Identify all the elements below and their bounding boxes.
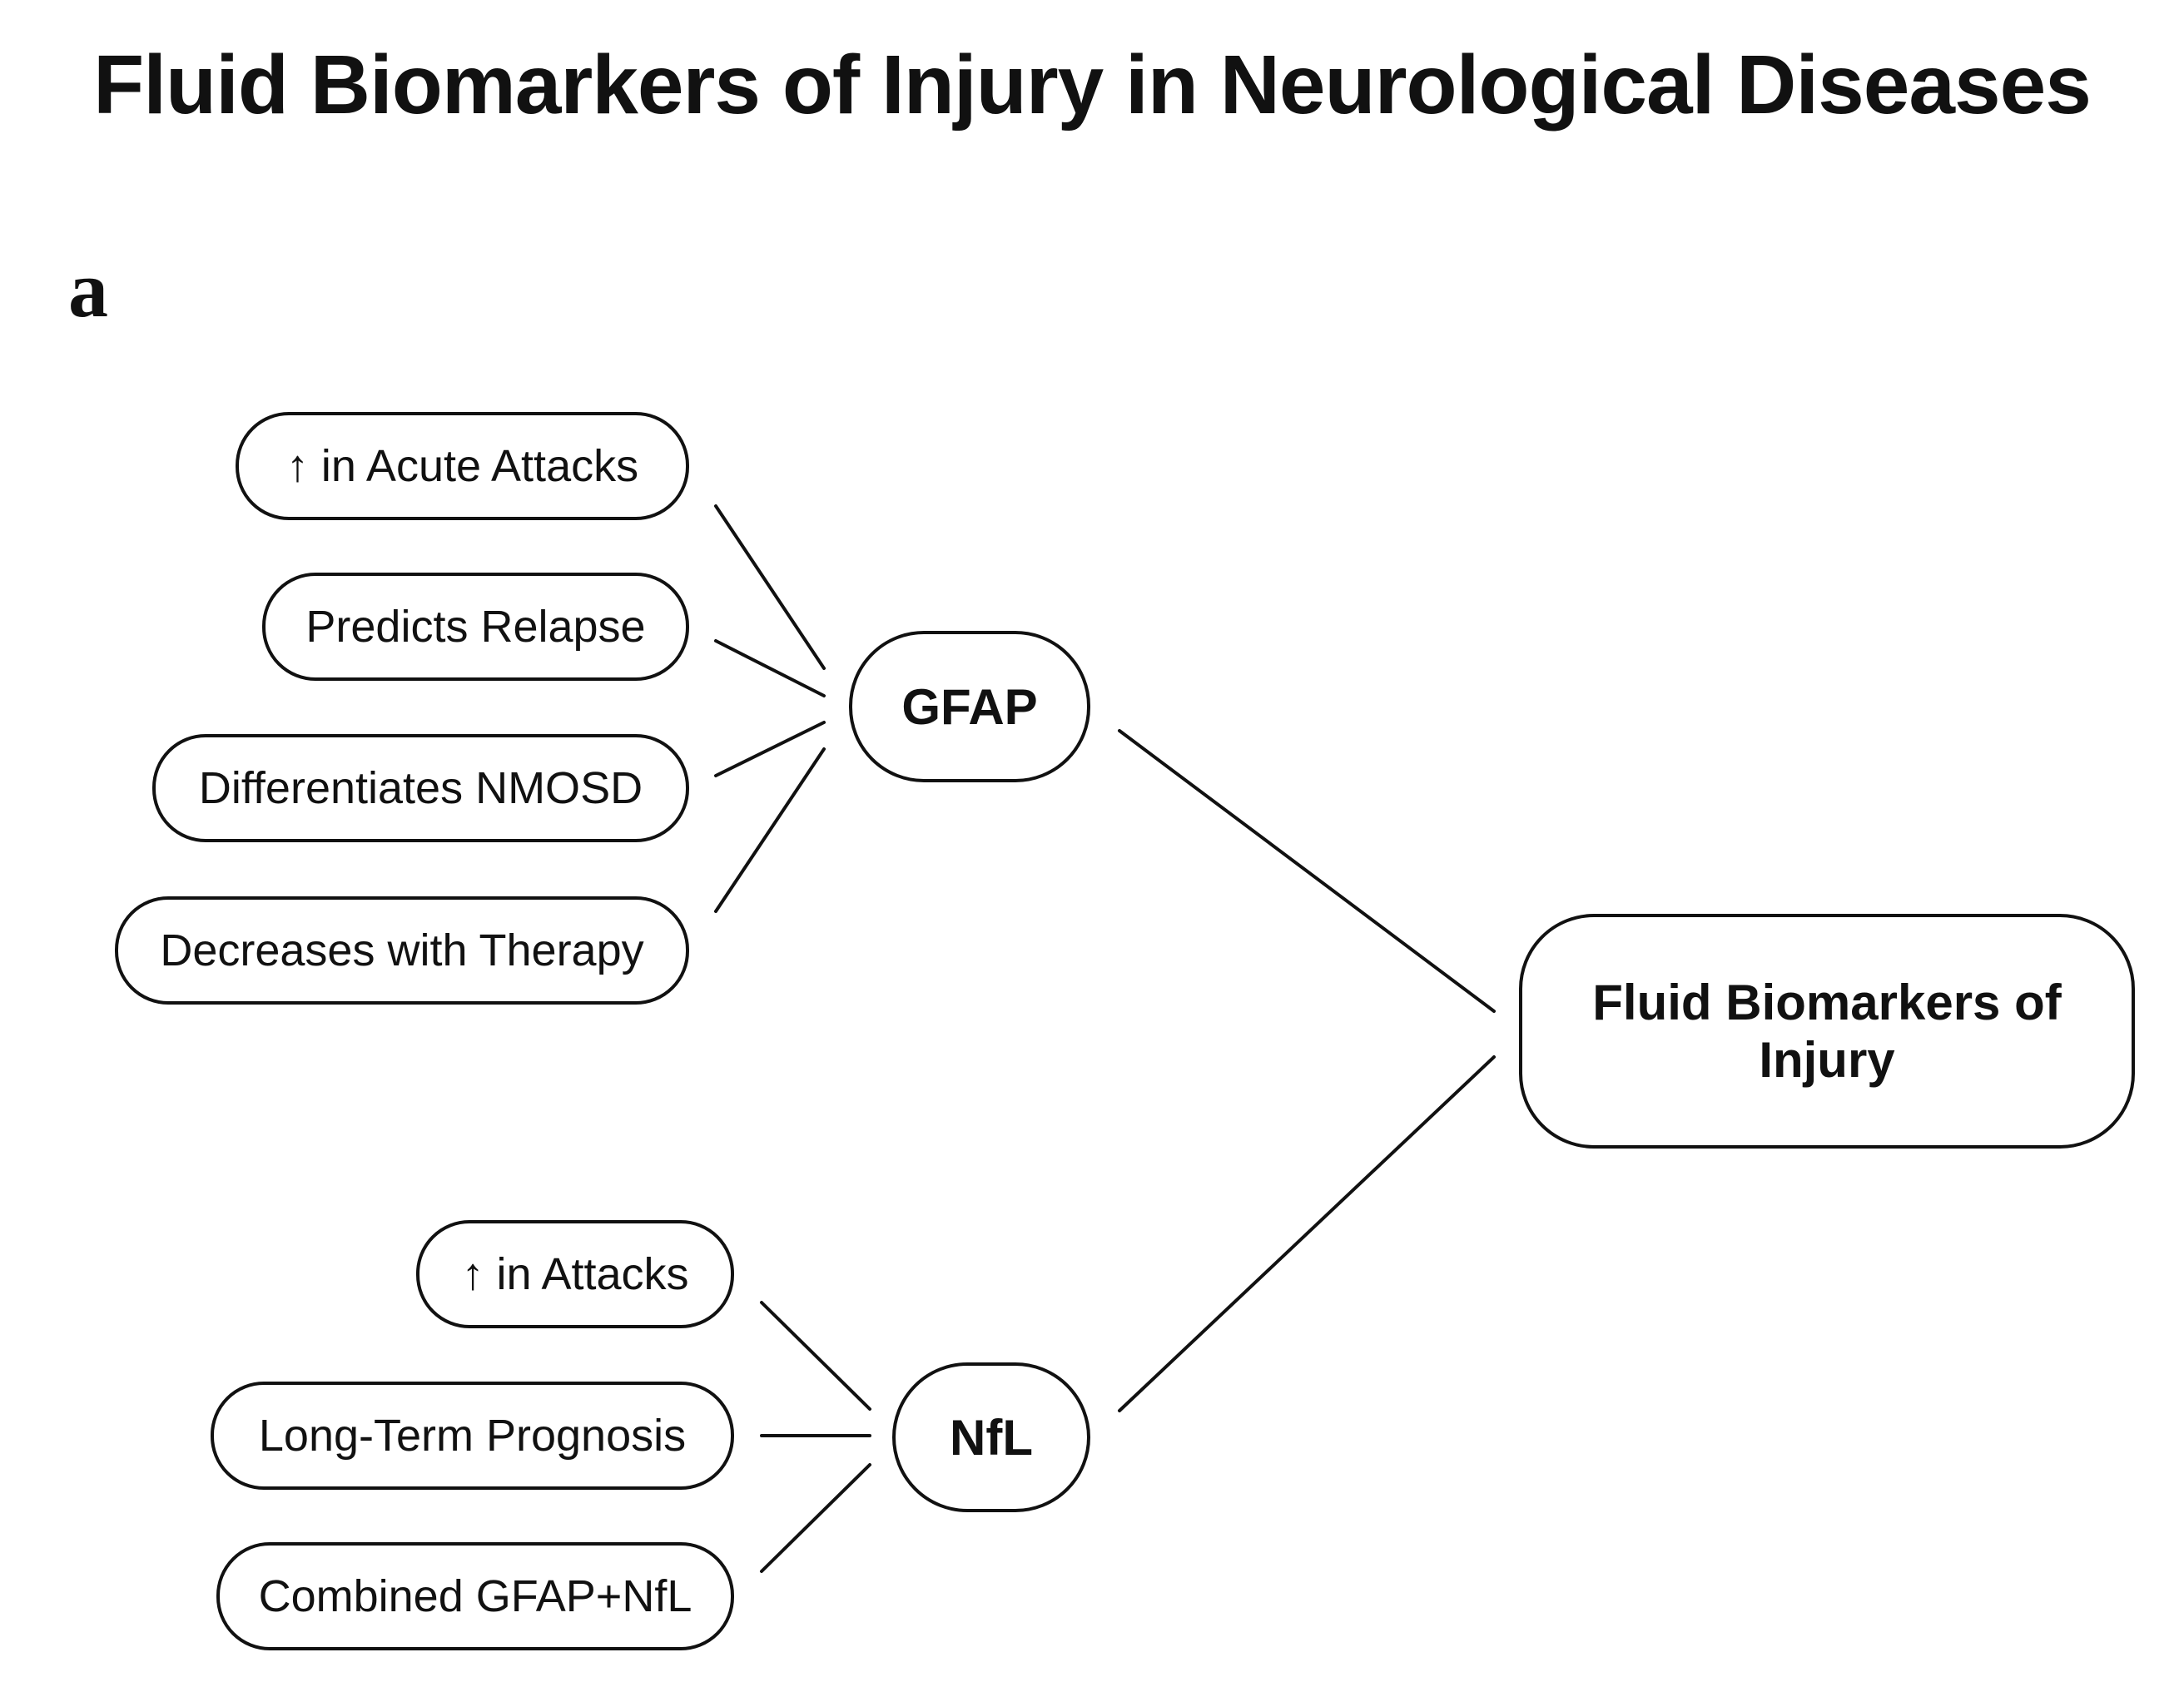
nfl-leaf-combined-gfap-nfl: Combined GFAP+NfL — [216, 1542, 734, 1650]
gfap-leaf-acute-attacks: ↑ in Acute Attacks — [236, 412, 689, 520]
root-node: Fluid Biomarkers of Injury — [1519, 914, 2135, 1149]
nfl-leaf-attacks: ↑ in Attacks — [416, 1220, 734, 1328]
connector-gfap-leaf-4 — [714, 747, 826, 913]
connector-gfap-root — [1118, 729, 1496, 1013]
connector-nfl-root — [1118, 1055, 1496, 1412]
page-title: Fluid Biomarkers of Injury in Neurologic… — [93, 38, 2092, 131]
connector-gfap-leaf-1 — [714, 504, 826, 670]
gfap-leaf-decreases-with-therapy: Decreases with Therapy — [115, 896, 689, 1005]
connector-gfap-leaf-2 — [714, 639, 826, 697]
connector-gfap-leaf-3 — [714, 721, 826, 777]
gfap-hub: GFAP — [849, 631, 1090, 782]
nfl-leaf-long-term-prognosis: Long-Term Prognosis — [211, 1382, 734, 1490]
gfap-leaf-differentiates-nmosd: Differentiates NMOSD — [152, 734, 689, 842]
connector-nfl-leaf-1 — [760, 1301, 871, 1411]
nfl-hub: NfL — [892, 1362, 1090, 1512]
connector-nfl-leaf-3 — [760, 1463, 871, 1573]
gfap-leaf-predicts-relapse: Predicts Relapse — [262, 573, 689, 681]
panel-label: a — [68, 245, 108, 334]
